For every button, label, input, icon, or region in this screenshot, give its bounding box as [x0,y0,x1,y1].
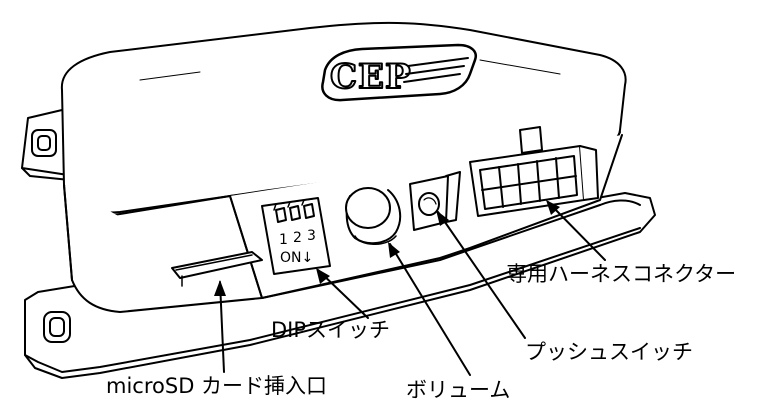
dip-switch-callout-line [316,268,369,319]
cep-logo-text: CEP [330,57,412,97]
cep-logo: CEP [321,43,477,102]
dip-switch-number-3: 3 [307,228,316,244]
volume-callout-line [388,242,471,376]
volume-knob [345,187,402,245]
harness-connector-callout-line [546,200,606,261]
harness-connector-label: 専用ハーネスコネクター [506,262,737,286]
microsd-slot [171,251,263,287]
push-switch-label: プッシュスイッチ [525,340,693,364]
callout-lines [214,200,606,376]
harness-connector [469,126,599,217]
dip-switch: 1 2 3 ON↓ [261,197,331,275]
push-switch-callout-line [436,210,526,339]
dip-switch-number-2: 2 [293,230,302,246]
left-mounting-flange-top [21,109,71,181]
dip-switch-on-text: ON↓ [280,250,313,266]
microsd-callout-line [214,280,226,373]
dip-switch-label: DIPスイッチ [271,318,391,342]
dip-switch-number-1: 1 [279,232,288,248]
microsd-slot-label: microSD カード挿入口 [106,374,328,398]
volume-label: ボリューム [406,378,511,402]
